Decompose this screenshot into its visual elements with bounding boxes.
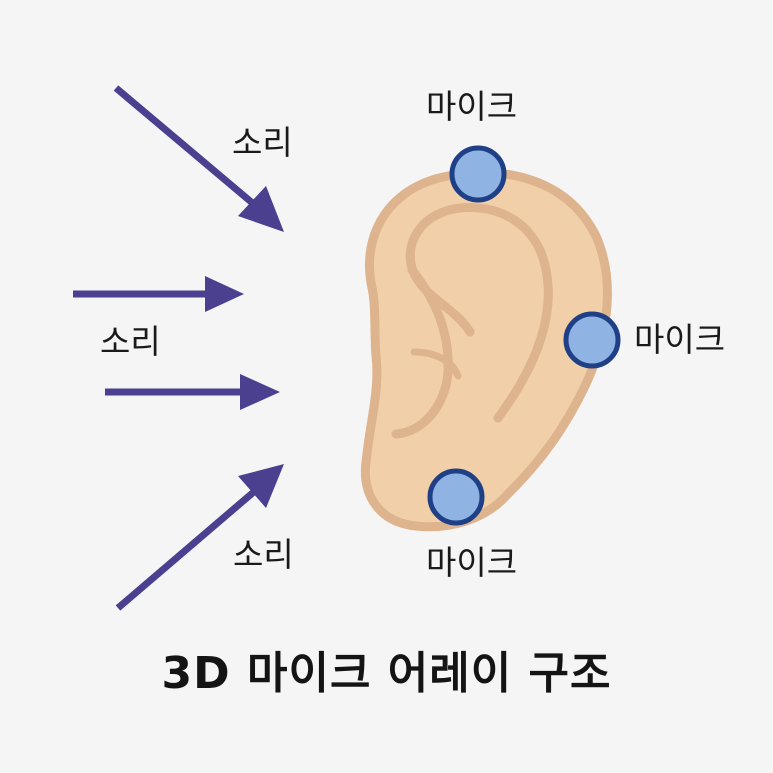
diagram-title: 3D 마이크 어레이 구조 <box>161 648 612 699</box>
mic-right-icon <box>563 311 621 369</box>
sound-arrow-mid-upper <box>73 276 244 312</box>
sound-label-middle: 소리 <box>100 322 161 361</box>
mic-label-right: 마이크 <box>634 320 726 359</box>
mic-bottom-icon <box>427 468 485 526</box>
sound-arrows <box>73 85 284 611</box>
sound-arrow-bottom <box>115 464 284 611</box>
sound-arrow-top <box>113 85 284 232</box>
sound-label-bottom: 소리 <box>233 535 294 574</box>
ear-concha <box>410 348 462 380</box>
microphones <box>427 145 621 526</box>
ear-illustration <box>360 168 612 532</box>
mic-top-icon <box>449 145 507 203</box>
mic-label-bottom: 마이크 <box>426 543 518 582</box>
ear-antihelix <box>391 265 453 439</box>
mic-label-top: 마이크 <box>426 87 518 126</box>
sound-arrow-mid-lower <box>105 374 280 410</box>
sound-label-top: 소리 <box>232 123 293 162</box>
